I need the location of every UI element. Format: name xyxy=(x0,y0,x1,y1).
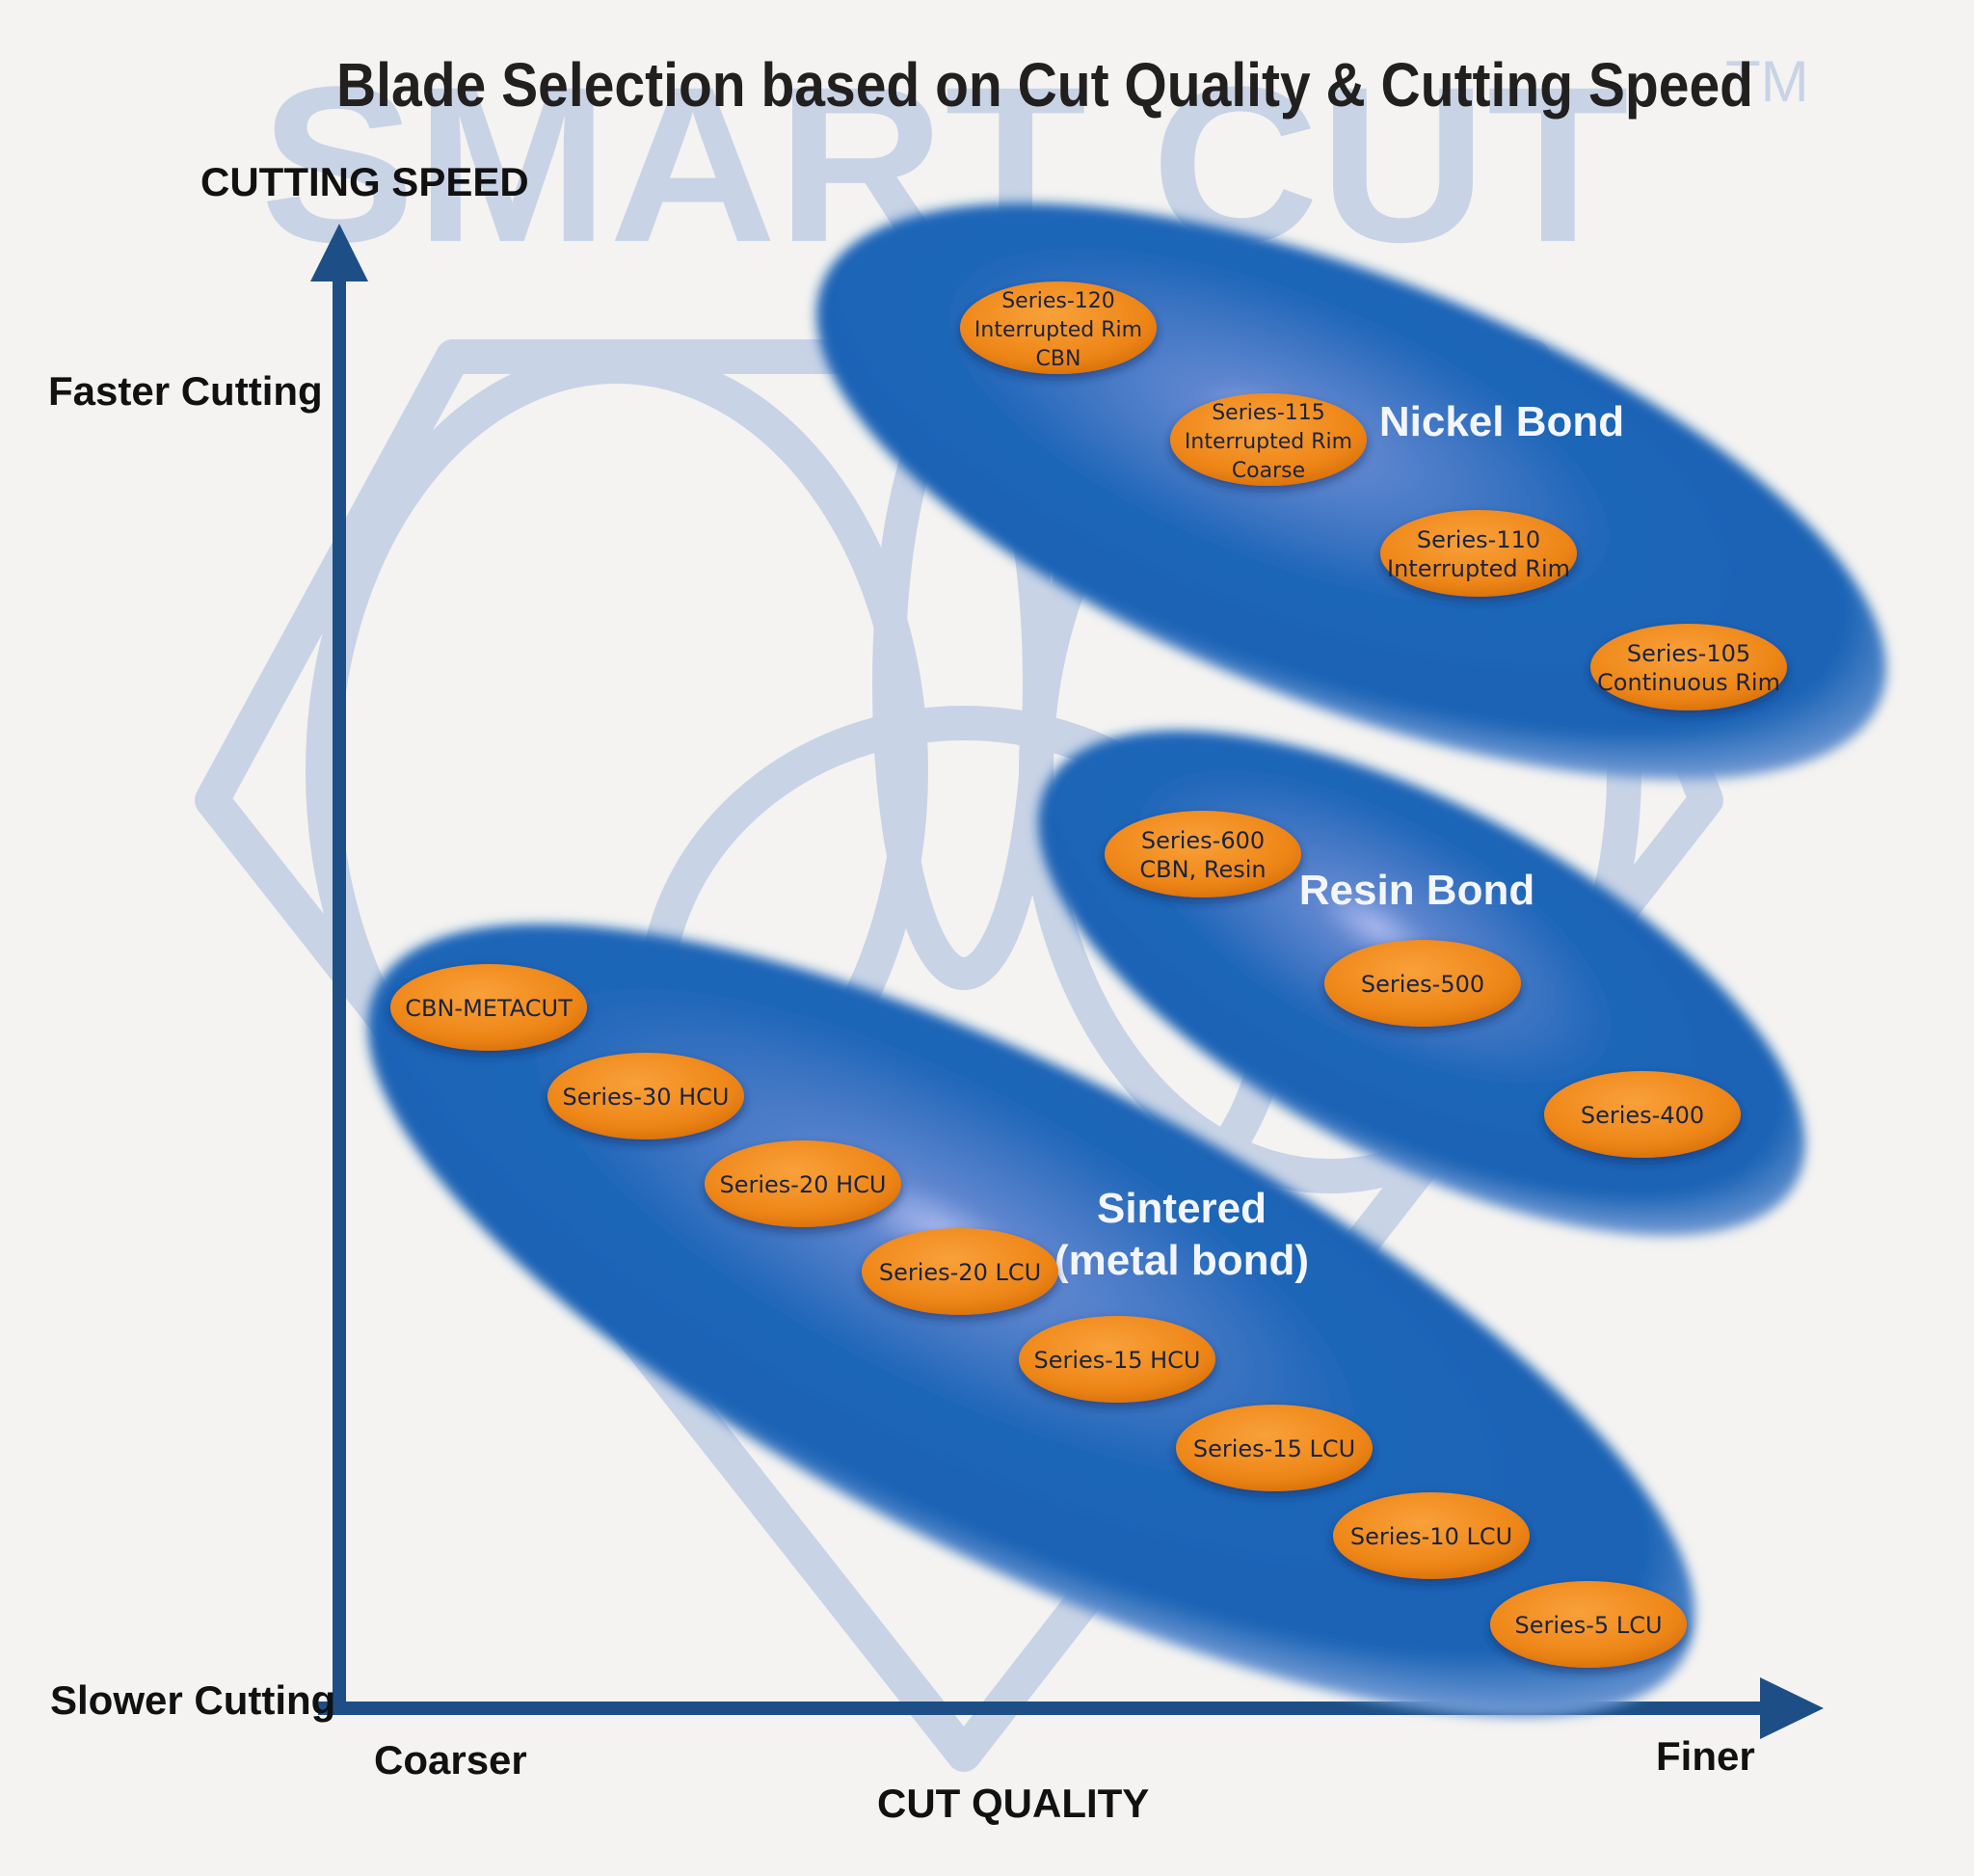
series-pill-label: Series-15 LCU xyxy=(1193,1435,1355,1462)
series-pill-label: Series-15 HCU xyxy=(1033,1347,1200,1374)
y-axis-arrowhead xyxy=(310,224,368,281)
series-pill-label: Series-115 xyxy=(1212,401,1325,425)
series-pill-label: Series-110 xyxy=(1417,526,1540,553)
series-pill-label: Series-20 LCU xyxy=(879,1259,1041,1286)
series-pill-label: Series-5 LCU xyxy=(1514,1612,1662,1639)
series-pill-shape xyxy=(705,1140,901,1227)
x-axis-right-label: Finer xyxy=(1656,1733,1755,1779)
series-pill-shape xyxy=(1176,1405,1373,1491)
x-axis-title: CUT QUALITY xyxy=(877,1781,1149,1826)
watermark-tm: TM xyxy=(1725,49,1809,114)
series-pill-label: Series-105 xyxy=(1627,640,1750,667)
series-pill-label: Continuous Rim xyxy=(1597,669,1780,696)
series-pill-shape xyxy=(1333,1492,1530,1579)
series-pill-shape xyxy=(1019,1316,1215,1403)
series-pill-shape xyxy=(862,1228,1058,1315)
y-axis-bottom-label: Slower Cutting xyxy=(50,1677,335,1723)
sintered-label-line1: Sintered xyxy=(1097,1185,1267,1232)
series-pill-cbn-metacut: CBN-METACUT xyxy=(390,964,587,1051)
series-pill-shape xyxy=(960,281,1157,374)
x-axis-arrowhead xyxy=(1760,1677,1824,1739)
series-pill-series-5-lcu: Series-5 LCU xyxy=(1490,1581,1687,1668)
series-pill-label: Series-30 HCU xyxy=(562,1084,729,1111)
series-pill-shape xyxy=(1590,624,1787,710)
nickel-bond-label: Nickel Bond xyxy=(1379,398,1624,445)
series-pill-series-20-hcu: Series-20 HCU xyxy=(705,1140,901,1227)
series-pill-series-400: Series-400 xyxy=(1544,1071,1741,1158)
series-pill-label: Interrupted Rim xyxy=(1185,430,1352,454)
series-pill-label: Coarse xyxy=(1232,459,1305,483)
y-axis-top-label: Faster Cutting xyxy=(48,368,323,414)
sintered-items: CBN-METACUT Series-30 HCU Series-20 HCU Ser… xyxy=(390,964,1687,1668)
series-pill-label: Interrupted Rim xyxy=(1387,555,1570,582)
series-pill-label: Series-400 xyxy=(1581,1102,1704,1129)
series-pill-shape xyxy=(1544,1071,1741,1158)
series-pill-label: Series-10 LCU xyxy=(1350,1523,1512,1550)
resin-bond-label: Resin Bond xyxy=(1299,867,1534,914)
series-pill-label: Series-600 xyxy=(1141,827,1265,854)
diagram-title: Blade Selection based on Cut Quality & C… xyxy=(336,50,1753,120)
series-pill-series-10-lcu: Series-10 LCU xyxy=(1333,1492,1530,1579)
series-pill-label: Series-120 xyxy=(1001,289,1115,313)
series-pill-series-30-hcu: Series-30 HCU xyxy=(547,1053,744,1139)
series-pill-series-20-lcu: Series-20 LCU xyxy=(862,1228,1058,1315)
sintered-label-line2: (metal bond) xyxy=(1054,1237,1309,1284)
series-pill-label: Series-20 HCU xyxy=(719,1171,886,1198)
x-axis-left-label: Coarser xyxy=(374,1737,527,1782)
series-pill-shape xyxy=(1490,1581,1687,1668)
series-pill-series-500: Series-500 xyxy=(1324,940,1521,1027)
series-pill-label: CBN-METACUT xyxy=(405,995,573,1022)
group-sintered: Sintered (metal bond) CBN-METACUT Series-… xyxy=(367,924,1695,1718)
series-pill-shape xyxy=(1324,940,1521,1027)
series-pill-label: CBN xyxy=(1036,347,1081,371)
series-pill-shape xyxy=(1170,393,1367,486)
series-pill-series-15-lcu: Series-15 LCU xyxy=(1176,1405,1373,1491)
y-axis-title: CUTTING SPEED xyxy=(200,159,529,204)
series-pill-shape xyxy=(1380,510,1577,597)
series-pill-series-15-hcu: Series-15 HCU xyxy=(1019,1316,1215,1403)
series-pill-label: Interrupted Rim xyxy=(974,318,1142,342)
series-pill-shape xyxy=(390,964,587,1051)
series-pill-label: CBN, Resin xyxy=(1139,856,1266,883)
series-pill-shape xyxy=(1105,811,1301,898)
series-pill-shape xyxy=(547,1053,744,1139)
series-pill-label: Series-500 xyxy=(1361,971,1484,998)
